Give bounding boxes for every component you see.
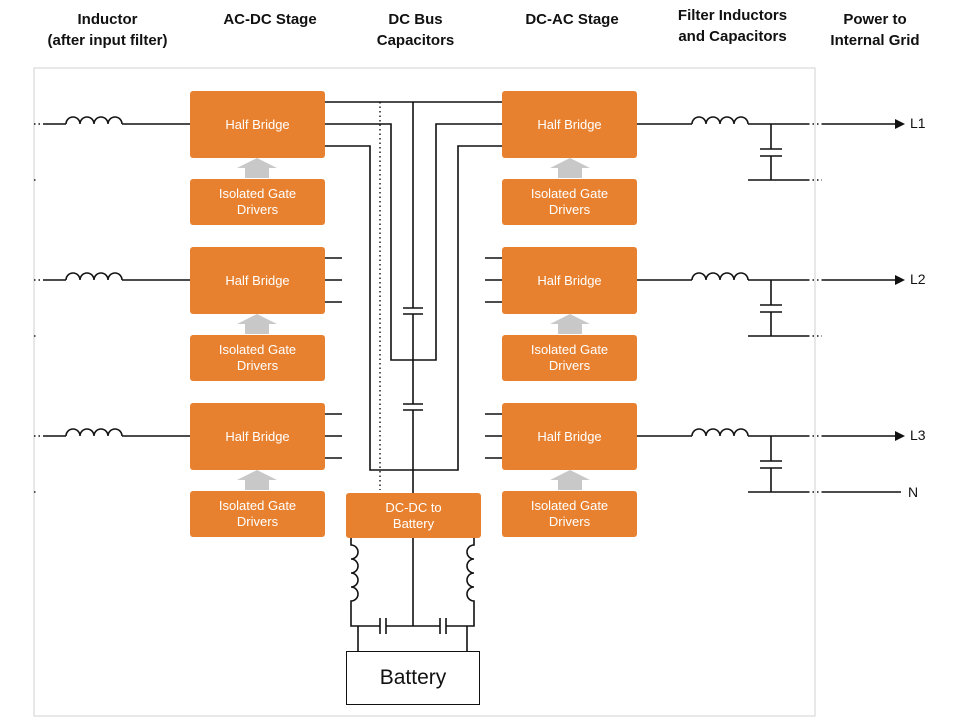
- battery: Battery: [346, 651, 480, 705]
- battery-inductor-left: [350, 538, 380, 627]
- output-filter-2: [637, 272, 808, 337]
- output-filter-3: [637, 428, 808, 493]
- wiring: [44, 101, 901, 651]
- header-acdc-stage: AC-DC Stage: [223, 11, 317, 28]
- output-label-l1: L1: [910, 115, 926, 131]
- input-phase-1: [44, 116, 190, 125]
- gate-drive-arrows: [237, 158, 590, 490]
- input-phase-3: [44, 428, 190, 437]
- output-label-l2: L2: [910, 271, 926, 287]
- dcac-half-bridge-1: Half Bridge: [502, 91, 637, 158]
- dcac-half-bridge-2: Half Bridge: [502, 247, 637, 314]
- acdc-half-bridge-3: Half Bridge: [190, 403, 325, 470]
- acdc-half-bridge-2: Half Bridge: [190, 247, 325, 314]
- header-dcac-stage: DC-AC Stage: [525, 11, 619, 28]
- output-filter-1: [637, 116, 808, 181]
- output-arrows: [895, 119, 905, 441]
- output-label-n: N: [908, 484, 919, 500]
- output-label-l3: L3: [910, 427, 926, 443]
- header-inductor: Inductor(after input filter): [47, 11, 168, 49]
- acdc-half-bridge-1: Half Bridge: [190, 91, 325, 158]
- dcac-half-bridge-3: Half Bridge: [502, 403, 637, 470]
- diagram-frame: [33, 67, 816, 717]
- battery-inductor-right: [446, 538, 475, 627]
- input-phase-2: [44, 272, 190, 281]
- dotted-lines: [34, 102, 822, 493]
